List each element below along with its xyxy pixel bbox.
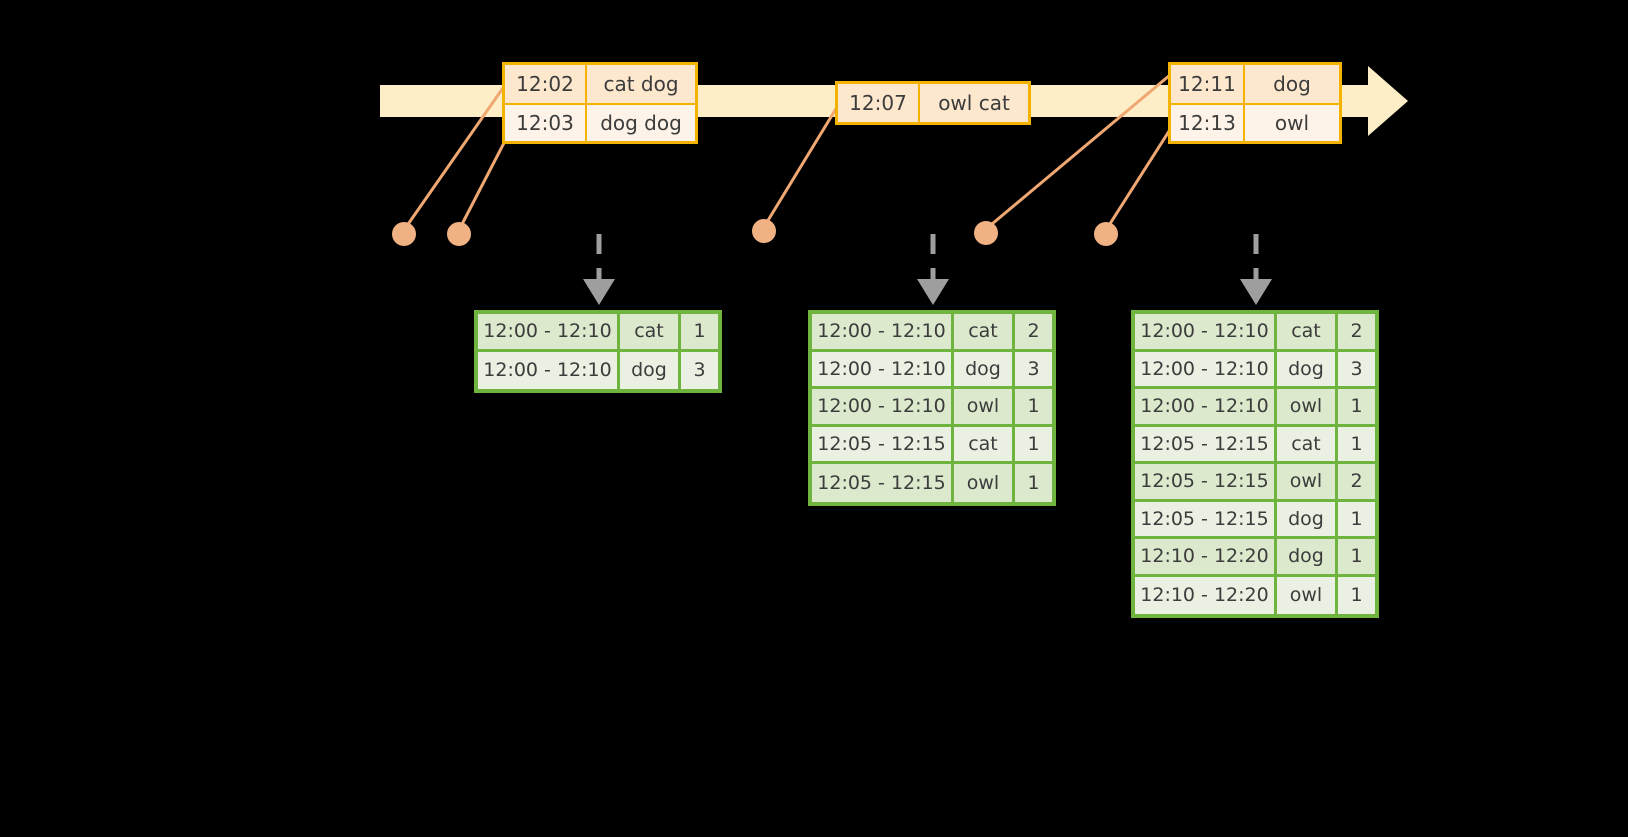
cell-window: 12:00 - 12:10 <box>812 314 954 352</box>
event-time: 12:13 <box>1171 105 1245 141</box>
cell-count: 3 <box>693 359 706 382</box>
cell-word: cat <box>1277 426 1338 464</box>
event-time: 12:07 <box>838 84 920 122</box>
dot-event-12-03[interactable] <box>447 222 471 246</box>
stage-arrow-1-head-icon <box>583 279 615 305</box>
dot-event-12-13[interactable] <box>1094 222 1118 246</box>
cell-window: 12:10 - 12:20 <box>1135 539 1277 577</box>
cell-count: 1 <box>1338 389 1375 427</box>
dot-event-12-11[interactable] <box>974 221 998 245</box>
cell-window: 12:00 - 12:10 <box>812 389 954 427</box>
cell-count: 1 <box>1350 584 1363 607</box>
cell-window: 12:10 - 12:20 <box>1135 576 1277 614</box>
event-time: 12:11 <box>1171 65 1245 103</box>
cell-word: cat <box>954 426 1015 464</box>
cell-count: 3 <box>1015 352 1052 389</box>
cell-word: owl <box>1277 464 1338 502</box>
event-row: 12:11 dog <box>1171 65 1339 103</box>
cell-window: 12:00 - 12:10 <box>1135 351 1277 389</box>
event-row: 12:03 dog dog <box>505 103 695 141</box>
cell-word: dog <box>1277 501 1338 539</box>
cell-word: dog <box>620 351 681 389</box>
event-box-2[interactable]: 12:07 owl cat <box>835 81 1031 125</box>
event-time: 12:03 <box>505 105 587 141</box>
cell-window: 12:00 - 12:10 <box>812 351 954 389</box>
event-box-1[interactable]: 12:02 cat dog 12:03 dog dog <box>502 62 698 144</box>
event-time: 12:02 <box>505 65 587 103</box>
cell-window: 12:05 - 12:15 <box>1135 501 1277 539</box>
event-row: 12:13 owl <box>1171 103 1339 141</box>
cell-word: dog <box>954 351 1015 389</box>
cell-word: owl <box>954 389 1015 427</box>
event-row: 12:07 owl cat <box>838 84 1028 122</box>
dot-event-12-02[interactable] <box>392 222 416 246</box>
cell-window: 12:00 - 12:10 <box>478 314 620 352</box>
stage-arrow-3-head-icon <box>1240 279 1272 305</box>
cell-word: cat <box>954 314 1015 352</box>
cell-count: 1 <box>1338 539 1375 577</box>
cell-count: 1 <box>1027 471 1040 494</box>
event-text: owl <box>1274 111 1310 135</box>
cell-count: 1 <box>1338 427 1375 464</box>
event-text: owl cat <box>938 91 1010 115</box>
cell-word: cat <box>1277 314 1338 352</box>
cell-count: 2 <box>1338 314 1375 352</box>
cell-word: owl <box>954 464 1015 502</box>
cell-count: 1 <box>1015 427 1052 464</box>
cell-window: 12:05 - 12:15 <box>1135 426 1277 464</box>
cell-count: 1 <box>681 314 718 352</box>
cell-window: 12:00 - 12:10 <box>478 351 620 389</box>
cell-word: cat <box>620 314 681 352</box>
cell-word: owl <box>1277 389 1338 427</box>
timeline-arrow-icon <box>1368 66 1408 136</box>
cell-window: 12:00 - 12:10 <box>1135 389 1277 427</box>
cell-count: 3 <box>1338 352 1375 389</box>
cell-count: 2 <box>1338 464 1375 502</box>
cell-window: 12:05 - 12:15 <box>1135 464 1277 502</box>
event-box-3[interactable]: 12:11 dog 12:13 owl <box>1168 62 1342 144</box>
cell-count: 1 <box>1338 502 1375 539</box>
event-text: dog <box>1273 72 1311 96</box>
event-row: 12:02 cat dog <box>505 65 695 103</box>
cell-word: dog <box>1277 351 1338 389</box>
cell-count: 1 <box>1015 389 1052 427</box>
cell-count: 2 <box>1015 314 1052 352</box>
dot-event-12-07[interactable] <box>752 219 776 243</box>
event-text: dog dog <box>600 111 682 135</box>
cell-window: 12:05 - 12:15 <box>812 464 954 502</box>
event-text: cat dog <box>603 72 679 96</box>
cell-window: 12:05 - 12:15 <box>812 426 954 464</box>
stage-arrow-2-head-icon <box>917 279 949 305</box>
cell-window: 12:00 - 12:10 <box>1135 314 1277 352</box>
cell-word: owl <box>1277 576 1338 614</box>
cell-word: dog <box>1277 539 1338 577</box>
